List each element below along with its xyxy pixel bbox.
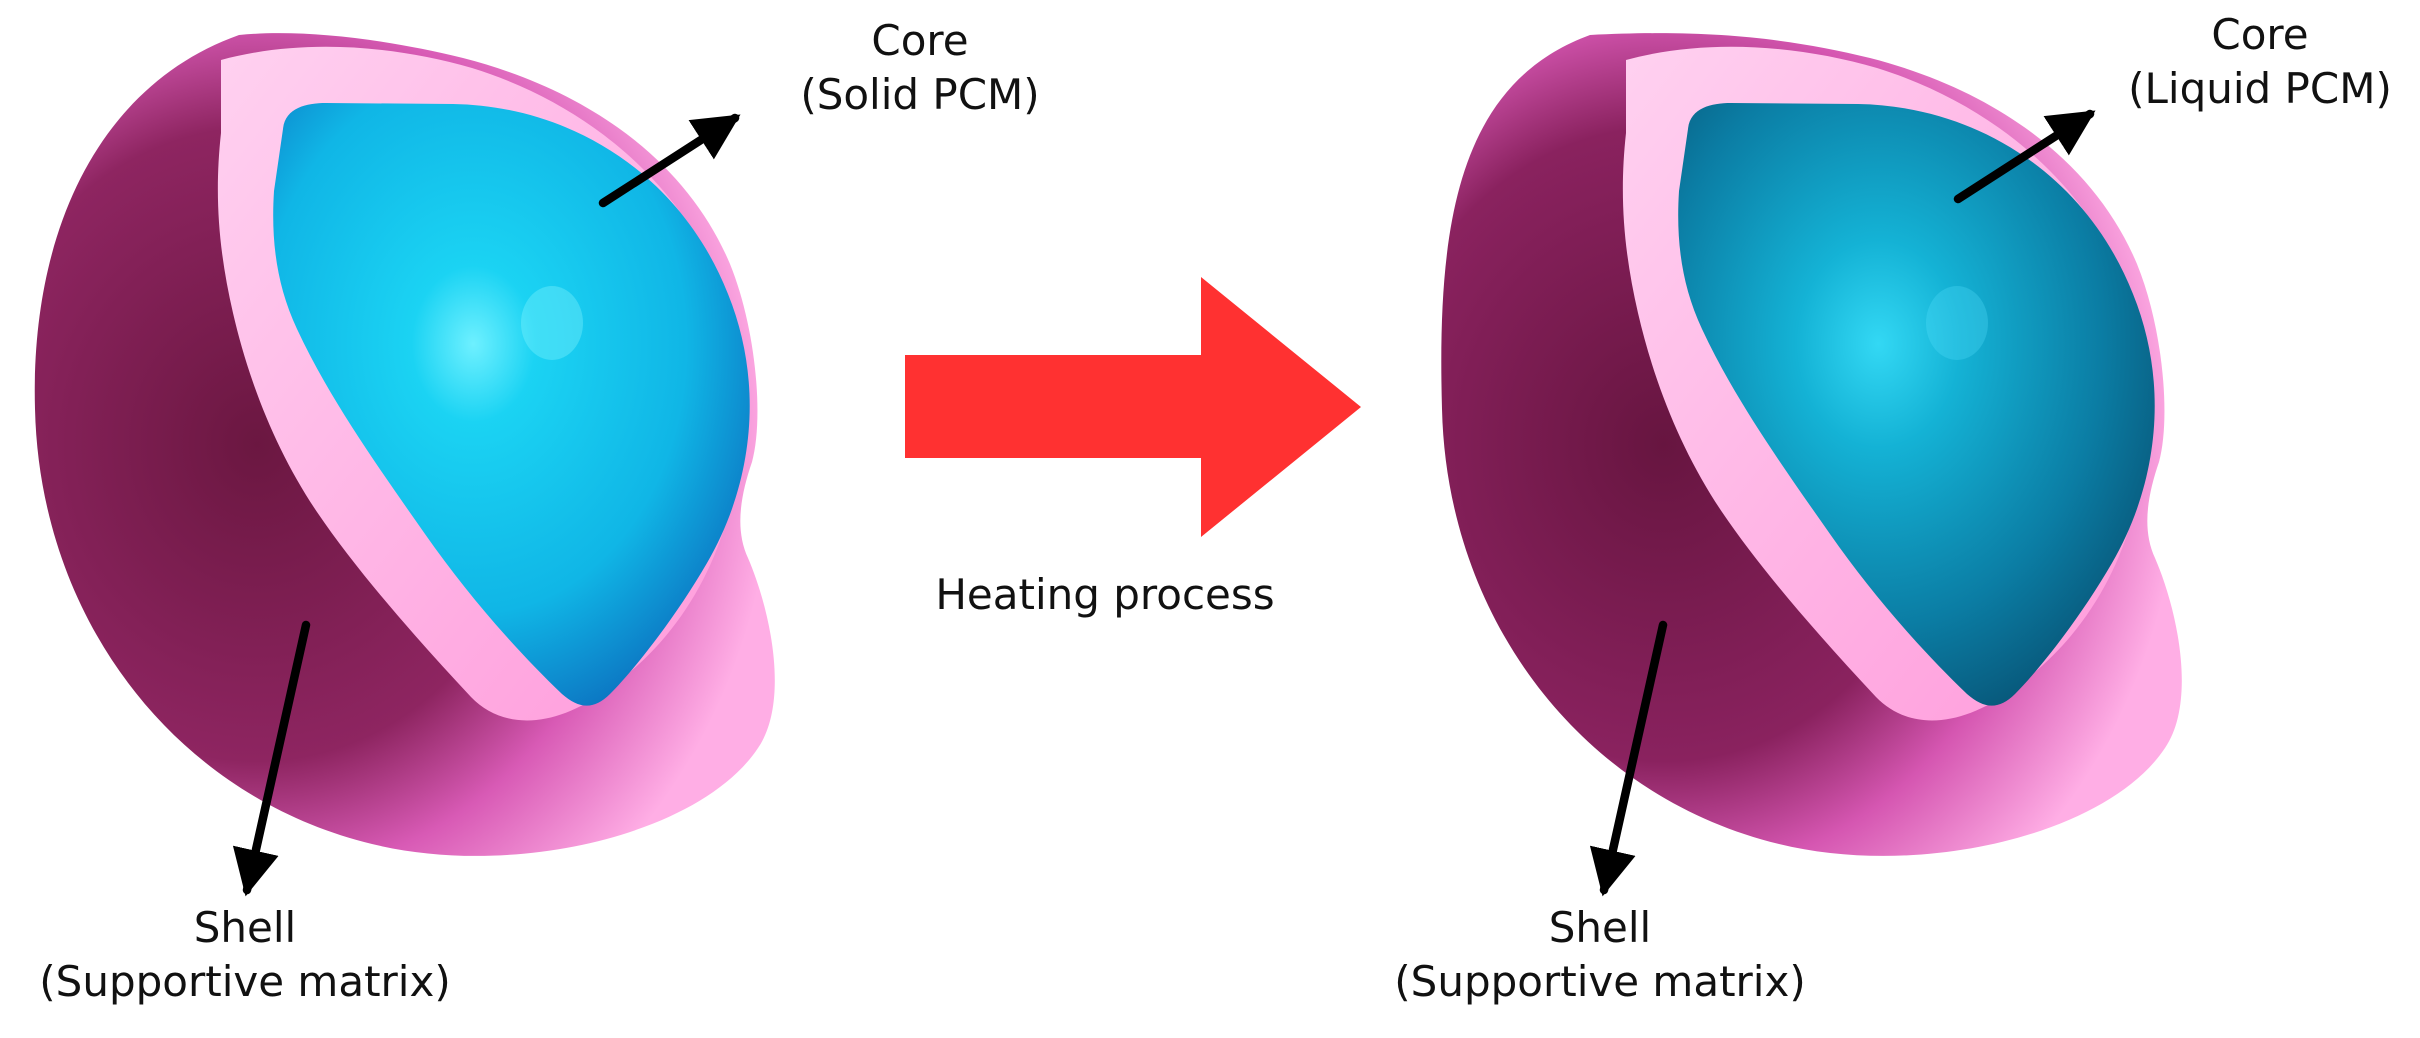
heating-arrow [905,277,1361,537]
left-core-label: Core (Solid PCM) [770,14,1070,122]
left-shell-pointer [232,620,311,897]
right-core-pointer [1953,109,2096,204]
left-core [273,103,750,706]
left-core-pointer [598,113,741,208]
left-core-highlight [521,286,583,360]
left-shell-label: Shell (Supportive matrix) [20,901,470,1009]
left-shell-title: Shell [193,903,297,952]
right-core-label: Core (Liquid PCM) [2100,8,2420,116]
right-particle [1441,33,2182,897]
left-core-title: Core [871,16,969,65]
right-core-state: (Liquid PCM) [2128,64,2392,113]
heating-process-label: Heating process [935,570,1275,619]
left-shell-note: (Supportive matrix) [39,957,451,1006]
right-core [1678,103,2155,706]
right-shell-note: (Supportive matrix) [1394,957,1806,1006]
right-shell-label: Shell (Supportive matrix) [1375,901,1825,1009]
left-core-state: (Solid PCM) [800,70,1040,119]
right-core-title: Core [2211,10,2309,59]
right-core-highlight [1926,286,1988,360]
right-shell-pointer [1589,620,1668,897]
right-shell-title: Shell [1548,903,1652,952]
left-particle [34,33,775,897]
